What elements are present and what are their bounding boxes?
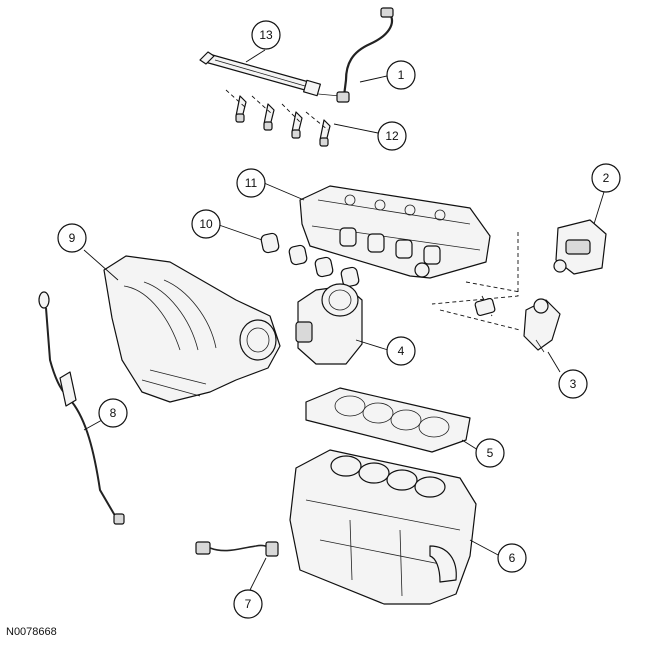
leader-9	[83, 249, 119, 281]
intake-manifold	[103, 255, 281, 403]
callout-8: 8	[98, 398, 128, 428]
leader-12	[333, 123, 379, 134]
svg-text:12: 12	[385, 129, 399, 143]
head-gasket	[305, 387, 471, 453]
callout-9: 9	[57, 223, 87, 253]
sensor-harness	[195, 541, 279, 557]
callout-2: 2	[591, 163, 621, 193]
fuel-pressure-line	[317, 7, 394, 103]
svg-text:2: 2	[603, 171, 610, 185]
callout-6: 6	[497, 543, 527, 573]
callout-11: 11	[236, 168, 266, 198]
leader-1	[359, 75, 388, 83]
svg-text:6: 6	[509, 551, 516, 565]
leader-8	[83, 419, 103, 431]
figure-id: N0078668	[6, 626, 57, 638]
callout-12: 12	[377, 121, 407, 151]
intake-gaskets	[260, 232, 360, 288]
throttle-body	[295, 283, 363, 365]
svg-text:5: 5	[487, 446, 494, 460]
svg-text:13: 13	[259, 28, 273, 42]
callout-3: 3	[558, 369, 588, 399]
callout-1: 1	[386, 60, 416, 90]
dipstick-tube	[38, 291, 125, 525]
svg-text:3: 3	[570, 377, 577, 391]
cylinder-head	[299, 185, 491, 279]
egr-valve	[553, 219, 607, 275]
cylinder-block	[289, 449, 477, 605]
callout-13: 13	[251, 20, 281, 50]
fuel-injectors	[225, 89, 331, 147]
leader-6	[469, 539, 501, 557]
callout-7: 7	[233, 589, 263, 619]
svg-text:11: 11	[245, 176, 258, 190]
svg-text:10: 10	[199, 217, 213, 231]
leader-2	[593, 191, 605, 225]
svg-text:7: 7	[245, 597, 252, 611]
leader-13	[245, 49, 266, 63]
egr-guide-lines	[431, 232, 521, 331]
fuel-rail	[199, 51, 321, 97]
svg-text:4: 4	[398, 344, 405, 358]
leader-4	[355, 339, 389, 351]
svg-text:8: 8	[110, 406, 117, 420]
callout-10: 10	[191, 209, 221, 239]
callout-4: 4	[386, 336, 416, 366]
leader-5	[461, 439, 479, 451]
egr-gasket	[474, 297, 496, 317]
leader-7	[249, 557, 267, 591]
leader-3	[547, 351, 561, 373]
callout-5: 5	[475, 438, 505, 468]
leader-10	[218, 224, 263, 241]
svg-text:1: 1	[398, 68, 405, 82]
leader-11	[263, 182, 305, 201]
svg-text:9: 9	[69, 231, 76, 245]
egr-tube	[523, 298, 561, 353]
